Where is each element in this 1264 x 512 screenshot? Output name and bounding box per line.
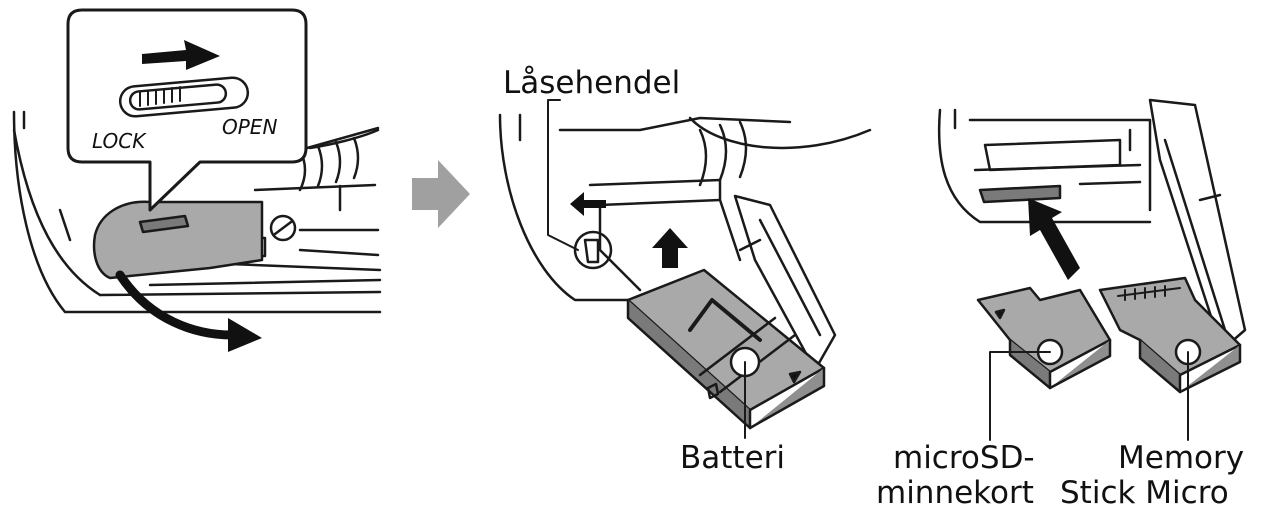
open-cover-arrow	[115, 270, 237, 340]
battery	[626, 268, 826, 430]
callout-bubble	[66, 8, 308, 212]
lock-text: LOCK	[92, 129, 147, 153]
memory-stick-label-line2: Stick Micro	[1060, 475, 1229, 511]
panel-open-cover	[12, 8, 382, 352]
slide-direction-arrow	[142, 40, 220, 70]
lock-lever-label: Låsehendel	[503, 65, 680, 101]
step-arrow-1	[412, 160, 470, 228]
battery-label: Batteri	[680, 440, 785, 476]
panel-insert-memory-card	[937, 98, 1247, 441]
cover-lock-slider	[138, 214, 190, 234]
microsd-label-line2: minnekort	[876, 475, 1034, 511]
microsd-leader	[989, 351, 1051, 441]
microsd-card	[976, 286, 1112, 390]
panel-insert-battery	[498, 99, 872, 439]
lock-lever-circle	[573, 230, 613, 270]
camera-body-2	[498, 113, 872, 372]
insert-battery-arrow	[652, 228, 688, 268]
insert-card-arrow	[1028, 198, 1080, 280]
lock-switch-icon	[118, 76, 250, 118]
lock-lever-leader	[547, 99, 579, 251]
open-text: OPEN	[222, 115, 277, 139]
lever-arrow	[570, 192, 606, 216]
memory-stick-label-line1: Memory	[1118, 440, 1244, 476]
battery-cover	[92, 200, 264, 280]
microsd-label-line1: microSD-	[893, 440, 1035, 476]
memory-stick-micro	[1098, 276, 1242, 394]
